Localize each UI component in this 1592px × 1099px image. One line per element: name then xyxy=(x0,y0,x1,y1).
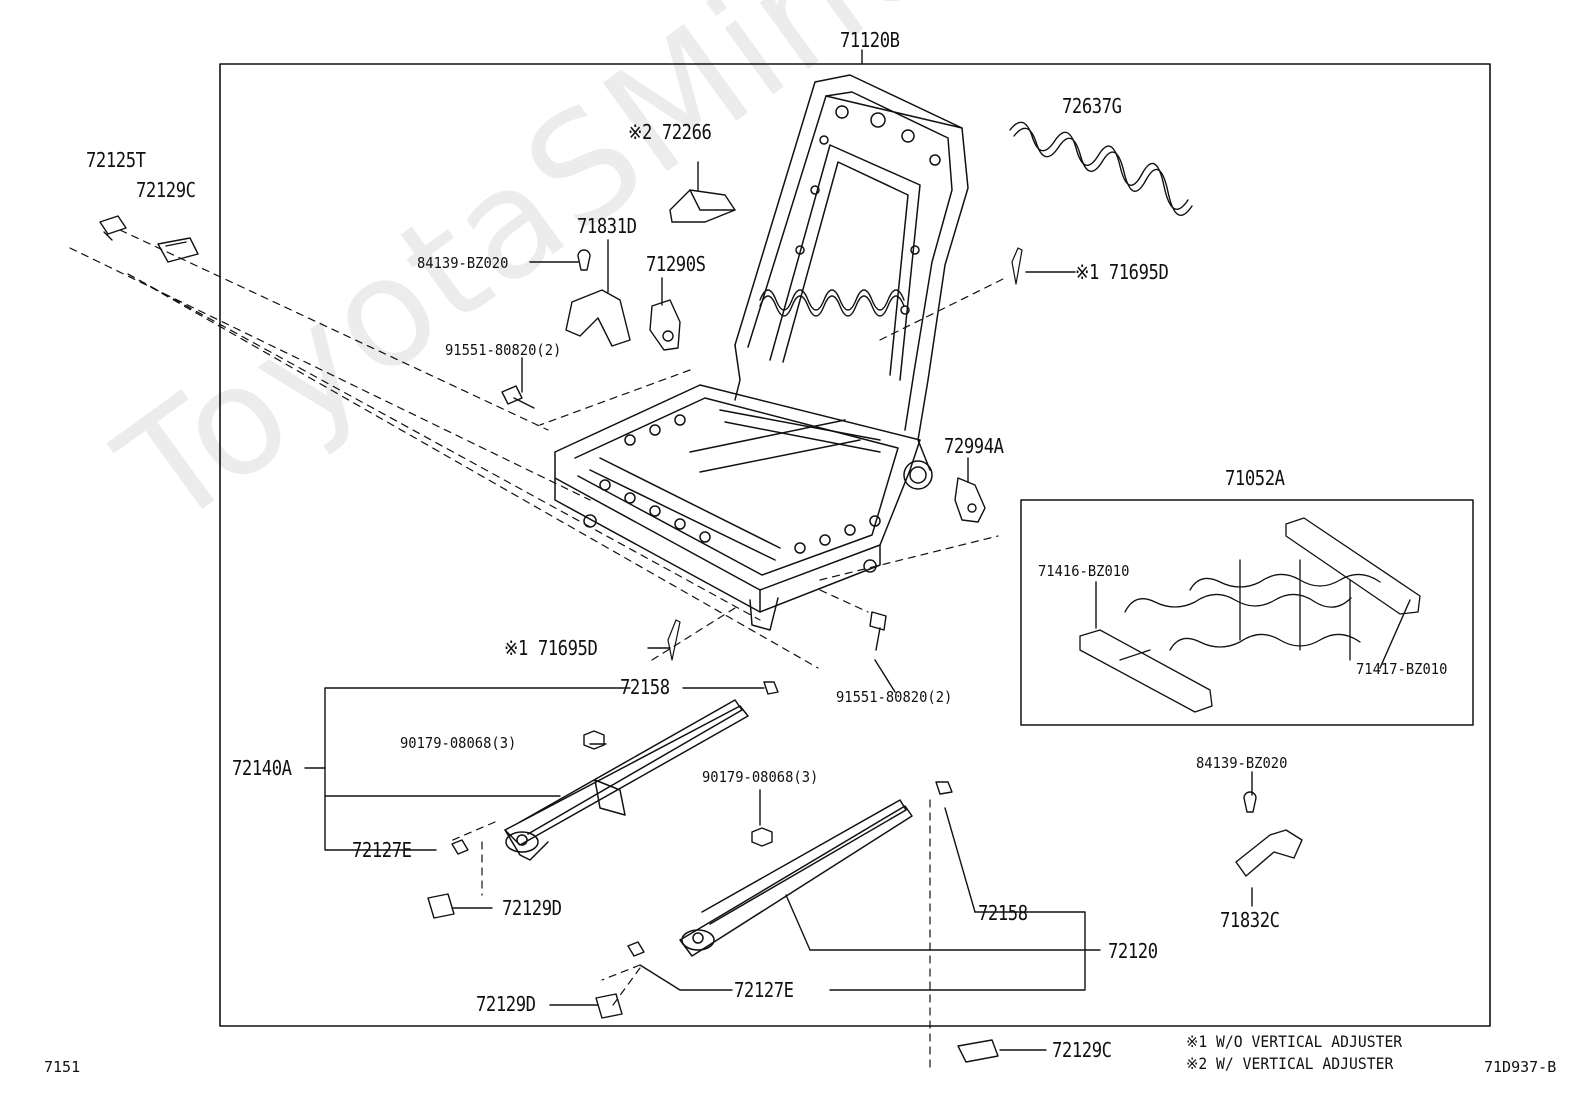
label-71417: 71417-BZ010 xyxy=(1356,660,1448,678)
label-72125T: 72125T xyxy=(86,148,146,172)
label-72129D-bot: 72129D xyxy=(476,992,536,1016)
rail-72120 xyxy=(679,799,913,957)
subassembly-box xyxy=(1020,499,1474,726)
main-frame-box xyxy=(219,63,1491,1027)
note-with-vertical-adjuster: ※2 W/ VERTICAL ADJUSTER xyxy=(1186,1054,1394,1073)
label-72127E-bot: 72127E xyxy=(734,978,794,1002)
label-71831D: 71831D xyxy=(577,214,637,238)
label-71695D-bot: ※1 71695D xyxy=(504,636,598,660)
label-91551-bot: 91551-80820(2) xyxy=(836,688,953,706)
bracket-71832C xyxy=(1235,829,1303,877)
label-84139-right: 84139-BZ020 xyxy=(1196,754,1288,772)
seat-cushion-frame xyxy=(554,384,933,631)
label-72129C-top: 72129C xyxy=(136,178,196,202)
label-72140A: 72140A xyxy=(232,756,292,780)
label-90179-left: 90179-08068(3) xyxy=(400,734,517,752)
label-71290S: 71290S xyxy=(646,252,706,276)
part-71290S xyxy=(649,299,681,351)
label-72637G: 72637G xyxy=(1062,94,1122,118)
label-72120: 72120 xyxy=(1108,939,1158,963)
label-71695D-top: ※1 71695D xyxy=(1075,260,1169,284)
label-71120B: 71120B xyxy=(840,28,900,52)
note-without-vertical-adjuster: ※1 W/O VERTICAL ADJUSTER xyxy=(1186,1032,1403,1051)
label-72129D-left: 72129D xyxy=(502,896,562,920)
diagram-code-left: 7151 xyxy=(44,1058,81,1076)
part-72994A xyxy=(954,477,986,523)
label-90179-mid: 90179-08068(3) xyxy=(702,768,819,786)
bracket-72266 xyxy=(669,189,736,223)
label-72994A: 72994A xyxy=(944,434,1004,458)
diagram-code-right: 71D937-B xyxy=(1484,1058,1557,1076)
label-72129C-bot: 72129C xyxy=(1052,1038,1112,1062)
label-72266: ※2 72266 xyxy=(628,120,712,144)
bracket-71831D xyxy=(565,289,631,347)
label-72158-right: 72158 xyxy=(978,901,1028,925)
seat-back-frame xyxy=(734,74,969,471)
label-71052A: 71052A xyxy=(1225,466,1285,490)
label-91551-top: 91551-80820(2) xyxy=(445,341,562,359)
label-72158-top: 72158 xyxy=(620,675,670,699)
spring-assembly-71052A xyxy=(1079,629,1213,713)
rail-72140A xyxy=(504,699,749,861)
label-84139-top: 84139-BZ020 xyxy=(417,254,509,272)
label-72127E-left: 72127E xyxy=(352,838,412,862)
label-71832C: 71832C xyxy=(1220,908,1280,932)
back-spring xyxy=(759,289,905,311)
label-71416: 71416-BZ010 xyxy=(1038,562,1130,580)
